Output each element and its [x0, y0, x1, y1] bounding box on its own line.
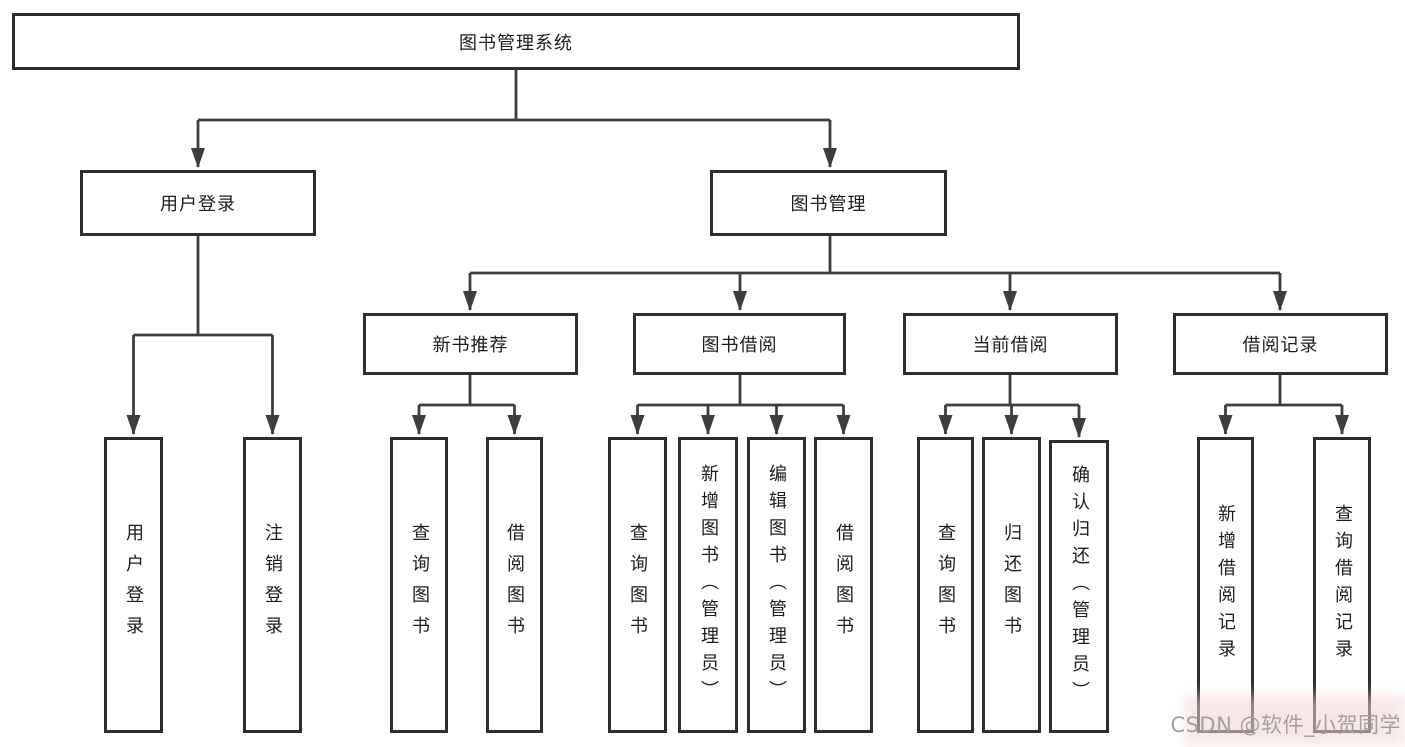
- leaf-recommend-borrow-books: 借阅图书: [486, 437, 543, 733]
- leaf-current-query-books: 查询图书: [917, 437, 974, 733]
- leaf-borrowing-query-books: 查询图书: [608, 437, 667, 733]
- node-root-system: 图书管理系统: [12, 13, 1020, 70]
- watermark-text: CSDN @软件_小贺同学: [1170, 713, 1401, 737]
- node-book-borrowing: 图书借阅: [633, 313, 846, 375]
- leaf-recommend-query-books: 查询图书: [390, 437, 448, 733]
- node-book-management: 图书管理: [710, 170, 947, 236]
- node-borrow-records: 借阅记录: [1173, 313, 1388, 375]
- leaf-borrowing-borrow-books: 借阅图书: [814, 437, 873, 733]
- leaf-records-add-borrow-record: 新增借阅记录: [1197, 437, 1254, 733]
- leaf-records-query-borrow-record: 查询借阅记录: [1313, 437, 1371, 733]
- node-current-borrowing: 当前借阅: [903, 313, 1118, 375]
- node-user-login: 用户登录: [80, 170, 316, 236]
- leaf-current-return-books: 归还图书: [982, 437, 1041, 733]
- leaf-current-confirm-return-admin: 确认归还（管理员）: [1049, 440, 1109, 733]
- leaf-borrowing-edit-books-admin: 编辑图书（管理员）: [747, 437, 806, 733]
- leaf-user-login: 用户登录: [104, 437, 163, 733]
- node-new-book-recommend: 新书推荐: [363, 313, 578, 375]
- leaf-borrowing-add-books-admin: 新增图书（管理员）: [678, 437, 738, 733]
- leaf-logout: 注销登录: [243, 437, 302, 733]
